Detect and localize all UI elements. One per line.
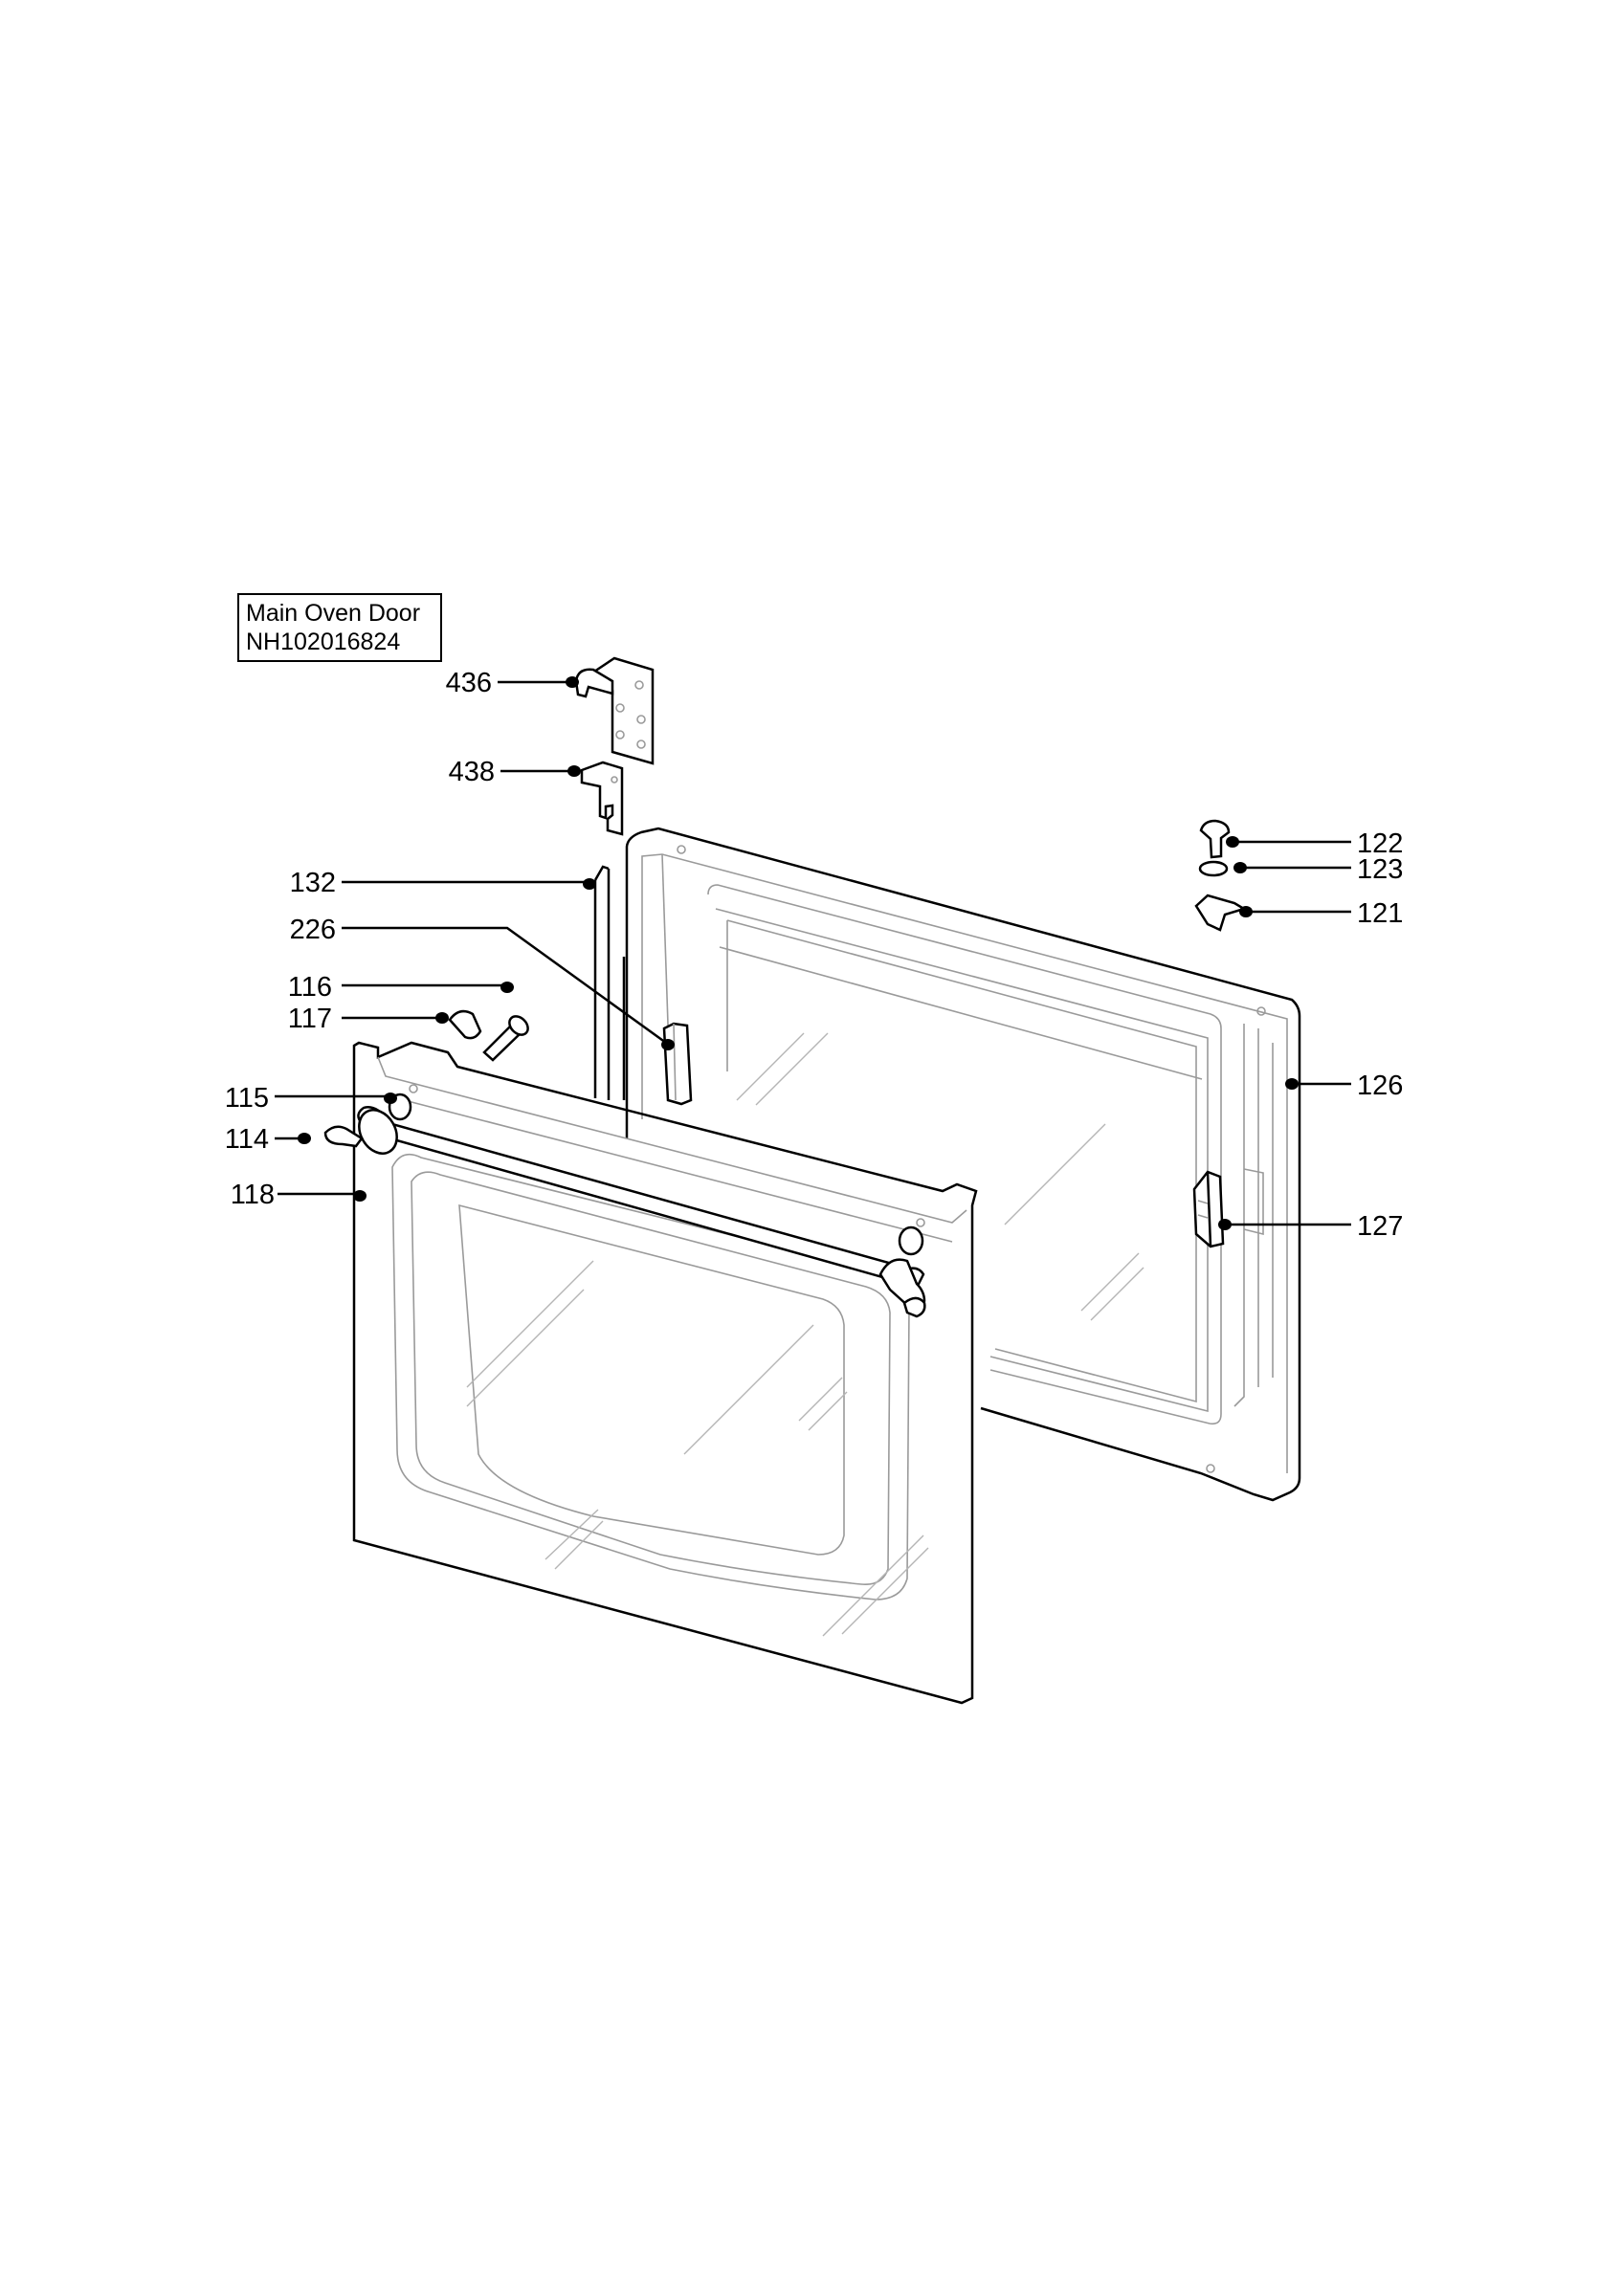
callout-116: 116 [288, 972, 332, 1003]
callout-122: 122 [1357, 828, 1403, 859]
callout-dots [298, 676, 1299, 1230]
callout-114: 114 [225, 1124, 269, 1155]
callout-leaders [275, 680, 1351, 1226]
callout-436: 436 [446, 668, 492, 698]
callout-126: 126 [1357, 1071, 1403, 1101]
screw-122 [1199, 819, 1231, 859]
callout-127: 127 [1357, 1211, 1403, 1242]
diagram-title: Main Oven Door [246, 600, 421, 627]
screw-116 [482, 1015, 529, 1062]
callout-118: 118 [231, 1180, 275, 1210]
callout-132: 132 [290, 868, 336, 898]
callout-226: 226 [290, 915, 336, 945]
clip-226 [662, 1022, 693, 1106]
outer-door-panel [352, 1041, 978, 1705]
side-strip-132 [593, 865, 626, 1100]
callout-115: 115 [225, 1083, 269, 1114]
washer-117 [448, 1009, 482, 1040]
hinge-receiver-438 [580, 761, 624, 836]
callout-123: 123 [1357, 854, 1403, 885]
hinge-bracket-436 [574, 656, 655, 765]
diagram-title-box: Main Oven Door NH102016824 [237, 593, 442, 662]
callout-labels: 436 438 132 226 116 117 115 114 118 122 … [225, 668, 1404, 1242]
callout-438: 438 [449, 757, 495, 787]
bracket-121 [1194, 894, 1248, 932]
door-catch-127 [1192, 1170, 1225, 1248]
washer-123 [1198, 860, 1229, 877]
callout-117: 117 [288, 1004, 332, 1034]
part-number: NH102016824 [246, 629, 401, 655]
door-handle [323, 1093, 926, 1318]
callout-121: 121 [1357, 898, 1403, 929]
